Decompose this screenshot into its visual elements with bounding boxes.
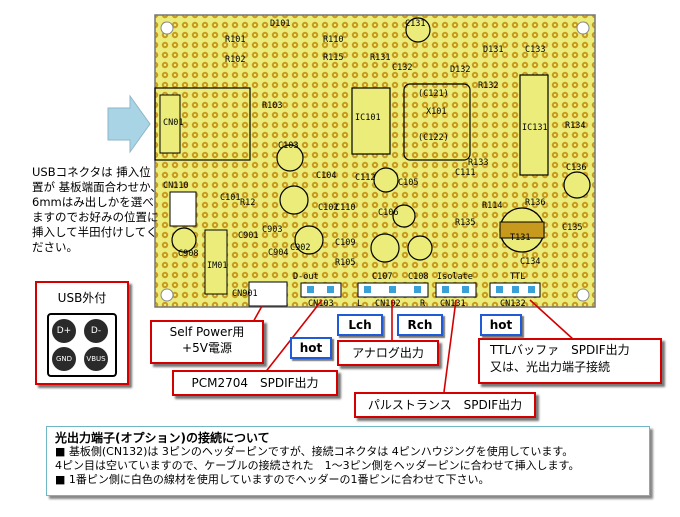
label-r105: R105: [335, 258, 355, 268]
label-c131: C131: [405, 19, 425, 29]
label-c902: C902: [290, 243, 310, 253]
label-r: R: [420, 299, 426, 309]
label-cn01: CN01: [163, 118, 183, 128]
callout-self-power: Self Power用 +5V電源: [150, 320, 264, 364]
label-ic101: IC101: [355, 113, 381, 123]
usb-plug-title: USB外付: [57, 291, 107, 305]
note-title: 光出力端子(オプション)の接続について: [55, 431, 270, 445]
label-cn131: CN131: [440, 299, 466, 309]
label-r114: R114: [482, 201, 502, 211]
label-cn132: CN132: [500, 299, 526, 309]
label-c109: C109: [335, 238, 355, 248]
usb-pin-dminus: D-: [84, 319, 108, 343]
label-c904: C904: [268, 248, 288, 258]
label-c122: (C122): [418, 133, 449, 143]
mount-hole: [160, 21, 174, 35]
label-r134: R134: [565, 121, 585, 131]
usb-plug-body: D+ D- GND VBUS: [47, 313, 117, 377]
label-r12: R12: [240, 198, 255, 208]
label-c132: C132: [392, 63, 412, 73]
label-c107: C107: [372, 272, 392, 282]
cn110-header: [169, 191, 197, 227]
header-pins: [307, 286, 535, 293]
im01-module: [204, 229, 228, 295]
usb-plug-box: USB外付 D+ D- GND VBUS: [35, 281, 129, 385]
label-c110: C110: [335, 203, 355, 213]
capacitors: [171, 17, 591, 263]
mount-hole: [160, 288, 174, 302]
usb-pin-vbus: VBUS: [84, 347, 108, 371]
cn01-body: [159, 94, 181, 154]
label-c112: C112: [355, 173, 375, 183]
label-c908: C908: [178, 249, 198, 259]
usb-insertion-note: USBコネクタは 挿入位置が 基板端面合わせか、6mmはみ出しかを選べますのでお…: [32, 165, 162, 254]
ic131-chip: [519, 74, 549, 176]
note-line-3: ■ 1番ピン側に白色の線材を使用していますのでヘッダーの1番ピンに合わせて下さい…: [55, 473, 490, 486]
usb-pin-dplus: D+: [52, 319, 76, 343]
label-c108: C108: [408, 272, 428, 282]
mount-hole: [576, 21, 590, 35]
label-c121: (C121): [418, 89, 449, 99]
mount-hole: [576, 288, 590, 302]
label-x101: X101: [426, 107, 446, 117]
label-r102: R102: [225, 55, 245, 65]
label-r133: R133: [468, 158, 488, 168]
ic101-chip: [351, 87, 391, 155]
label-ttl: TTL: [510, 272, 525, 282]
label-c901: C901: [238, 231, 258, 241]
tag-lch: Lch: [337, 314, 383, 336]
label-d101: D101: [270, 19, 290, 29]
label-t131: T131: [510, 233, 530, 243]
label-d131: D131: [483, 45, 503, 55]
note-line-2: 4ピン目は空いていますので、ケーブルの接続された 1～3ピン側をヘッダーピンに合…: [55, 459, 580, 472]
tag-hot-cn103: hot: [290, 337, 332, 359]
callout-ttl-buffer: TTLバッファ SPDIF出力 又は、光出力端子接続: [478, 338, 662, 384]
cn01-outline: [154, 87, 251, 161]
cn901-connector: [248, 281, 288, 307]
label-c104: C104: [316, 171, 336, 181]
label-im01: IM01: [207, 261, 227, 271]
label-r110: R110: [323, 35, 343, 45]
callout-pcm2704: PCM2704 SPDIF出力: [172, 370, 338, 396]
label-isolate: Isolate: [437, 272, 473, 282]
label-ic131: IC131: [522, 123, 548, 133]
label-cn110: CN110: [163, 181, 189, 191]
label-c903: C903: [262, 225, 282, 235]
callout-pulse-transformer: パルストランス SPDIF出力: [354, 392, 536, 418]
usb-pin-gnd: GND: [52, 347, 76, 371]
label-c106: C106: [378, 208, 398, 218]
tag-rch: Rch: [397, 314, 443, 336]
label-c111: C111: [455, 168, 475, 178]
label-c134: C134: [520, 257, 540, 267]
label-r131: R131: [370, 53, 390, 63]
label-cn901: CN901: [232, 289, 258, 299]
x101-outline: [403, 83, 471, 161]
label-r101: R101: [225, 35, 245, 45]
label-c101: C101: [220, 193, 240, 203]
note-line-1: ■ 基板側(CN132)は 3ピンのヘッダーピンですが、接続コネクタは 4ピンハ…: [55, 445, 574, 458]
optical-connection-note: 光出力端子(オプション)の接続について ■ 基板側(CN132)は 3ピンのヘッ…: [46, 426, 650, 496]
callout-analog: アナログ出力: [337, 340, 439, 366]
label-l: L: [357, 299, 362, 309]
label-c135: C135: [562, 223, 582, 233]
label-r115: R115: [323, 53, 343, 63]
label-c103: C103: [278, 141, 298, 151]
label-c136: C136: [566, 163, 586, 173]
tag-hot-cn131: hot: [480, 314, 522, 336]
label-r132: R132: [478, 81, 498, 91]
t131-core: [499, 221, 545, 239]
label-c102: C102: [318, 203, 338, 213]
label-cn103: CN103: [308, 299, 334, 309]
label-r103: R103: [262, 101, 282, 111]
label-c105: C105: [398, 178, 418, 188]
label-r136: R136: [525, 198, 545, 208]
label-d132: D132: [450, 65, 470, 75]
label-d-out: D-out: [293, 272, 319, 282]
label-cn102: CN102: [375, 299, 401, 309]
insert-arrow: [107, 94, 151, 154]
label-r135: R135: [455, 218, 475, 228]
label-c133: C133: [525, 45, 545, 55]
